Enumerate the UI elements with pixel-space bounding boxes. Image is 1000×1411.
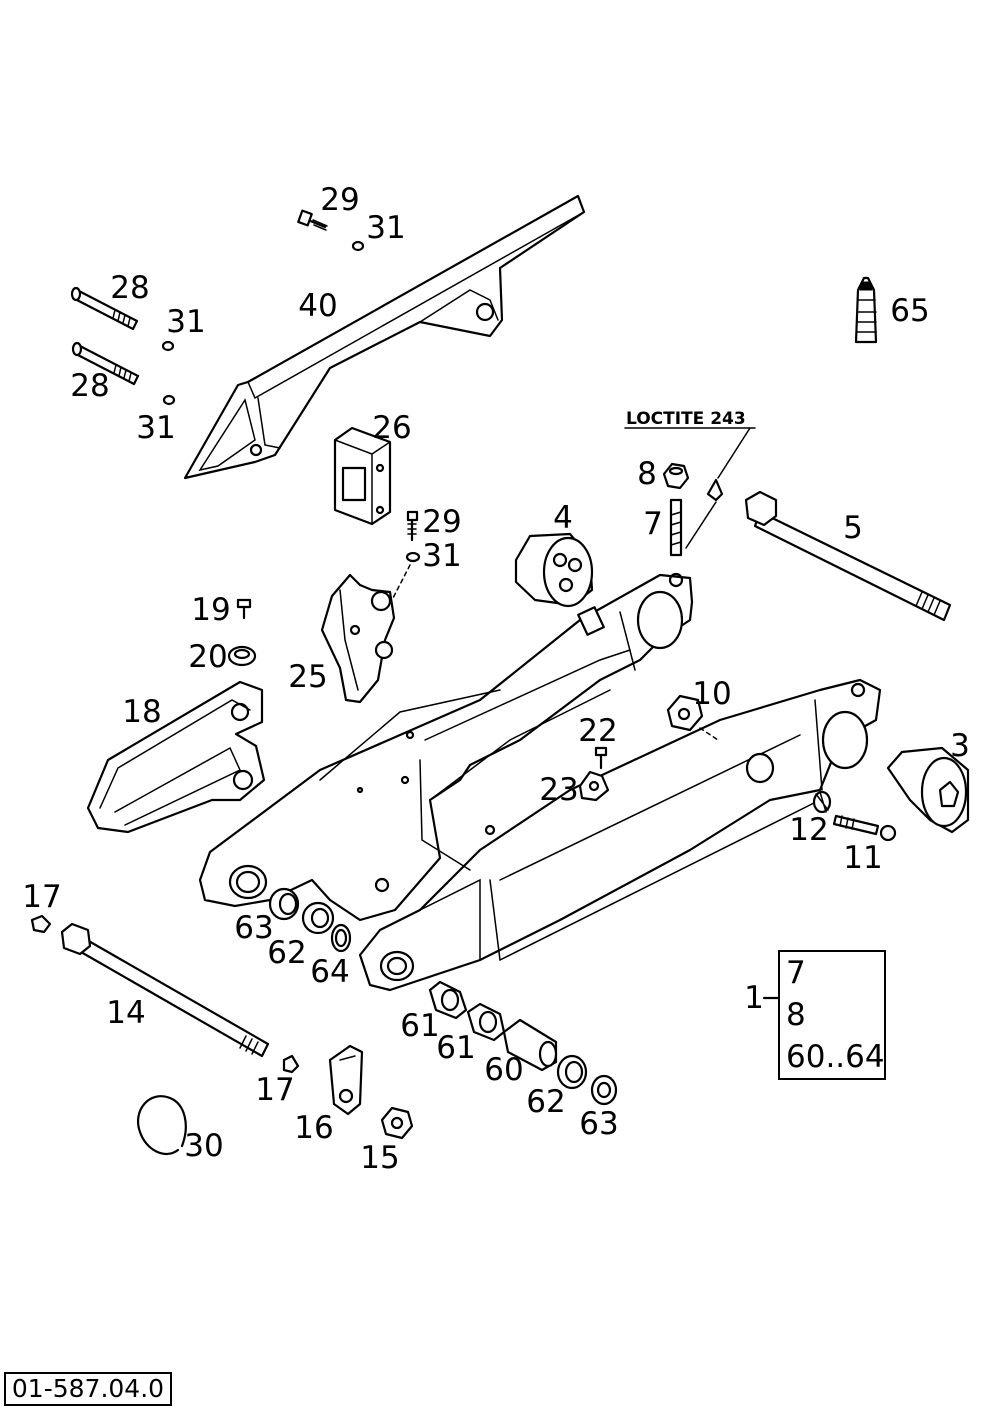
ring-64 (330, 923, 352, 953)
kit-item-8: 8 (786, 997, 806, 1033)
swingarm-pivot-bolt (60, 922, 270, 1058)
bearing-62b (556, 1054, 588, 1090)
label-loctite-243: LOCTITE 243 (626, 409, 746, 429)
seal-63b (590, 1074, 618, 1106)
leader-31d (391, 564, 411, 601)
washer-31a (351, 240, 365, 252)
kit-contents-box: 7 8 60..64 (778, 950, 886, 1080)
label-17a: 17 (22, 879, 61, 915)
drawing-code: 01-587.04.0 (4, 1372, 172, 1406)
label-16: 16 (294, 1110, 333, 1146)
label-4: 4 (553, 500, 573, 536)
label-3: 3 (950, 728, 970, 764)
label-12: 12 (789, 812, 828, 848)
loctite-leader-1 (717, 427, 751, 479)
label-29b: 29 (422, 504, 461, 540)
label-10: 10 (692, 676, 731, 712)
label-63a: 63 (234, 910, 273, 946)
chain-guide (183, 194, 586, 480)
chain-adjuster-eccentric (514, 532, 594, 608)
bolt-28b (71, 341, 140, 386)
label-31a: 31 (366, 210, 405, 246)
nut-15 (380, 1106, 414, 1140)
label-14: 14 (106, 995, 145, 1031)
plate-16 (328, 1044, 364, 1116)
label-31b: 31 (166, 304, 205, 340)
screw-11 (832, 814, 897, 842)
loctite-drop (706, 478, 724, 502)
screw-29a (297, 209, 328, 231)
label-61b: 61 (436, 1030, 475, 1066)
caliper-support-bracket (320, 573, 396, 704)
label-8: 8 (637, 456, 657, 492)
grommet-20 (227, 645, 257, 667)
nut-10 (666, 694, 719, 741)
screw-22 (594, 746, 608, 770)
label-62a: 62 (267, 935, 306, 971)
label-22: 22 (578, 713, 617, 749)
washer-31b (161, 340, 175, 352)
chain-slider (86, 680, 266, 834)
loctite-leader-2 (685, 501, 717, 549)
label-7: 7 (643, 506, 663, 542)
label-25: 25 (288, 659, 327, 695)
label-63b: 63 (579, 1106, 618, 1142)
kit-item-60-64: 60..64 (786, 1039, 885, 1075)
seal-63a (268, 887, 300, 921)
swingarm (198, 572, 882, 992)
nut-8 (662, 462, 690, 490)
loctite-bottle (854, 276, 878, 344)
screw-19 (236, 598, 252, 620)
label-30: 30 (184, 1128, 223, 1164)
label-5: 5 (843, 510, 863, 546)
cap-17b (282, 1054, 300, 1074)
label-60: 60 (484, 1052, 523, 1088)
washer-31c (162, 394, 176, 406)
chain-sliding-block (333, 426, 392, 526)
label-29a: 29 (320, 182, 359, 218)
label-15: 15 (360, 1140, 399, 1176)
label-40: 40 (298, 288, 337, 324)
rear-axle (744, 490, 952, 622)
label-65: 65 (890, 293, 929, 329)
label-61a: 61 (400, 1008, 439, 1044)
label-kit-number: 1 (744, 980, 764, 1016)
screw-29b (406, 510, 419, 542)
label-28a: 28 (110, 270, 149, 306)
label-64: 64 (310, 954, 349, 990)
washer-12 (812, 790, 832, 814)
needle-bearing-61a (428, 980, 468, 1020)
label-20: 20 (188, 639, 227, 675)
washer-31d (405, 551, 421, 563)
hose-clip-23 (578, 770, 610, 802)
label-62b: 62 (526, 1084, 565, 1120)
label-17b: 17 (255, 1072, 294, 1108)
bolt-28a (70, 286, 139, 331)
label-31c: 31 (136, 410, 175, 446)
label-11: 11 (843, 840, 882, 876)
chain-adjuster (886, 746, 970, 834)
cap-17a (30, 914, 52, 934)
bearing-62a (301, 901, 335, 935)
circlip-30 (137, 1095, 187, 1156)
label-19: 19 (191, 592, 230, 628)
kit-item-7: 7 (786, 955, 806, 991)
label-28b: 28 (70, 368, 109, 404)
label-31d: 31 (422, 538, 461, 574)
label-26: 26 (372, 410, 411, 446)
label-18: 18 (122, 694, 161, 730)
spacer-sleeve-60 (502, 1018, 558, 1072)
stud-7 (669, 498, 683, 557)
label-23: 23 (539, 772, 578, 808)
